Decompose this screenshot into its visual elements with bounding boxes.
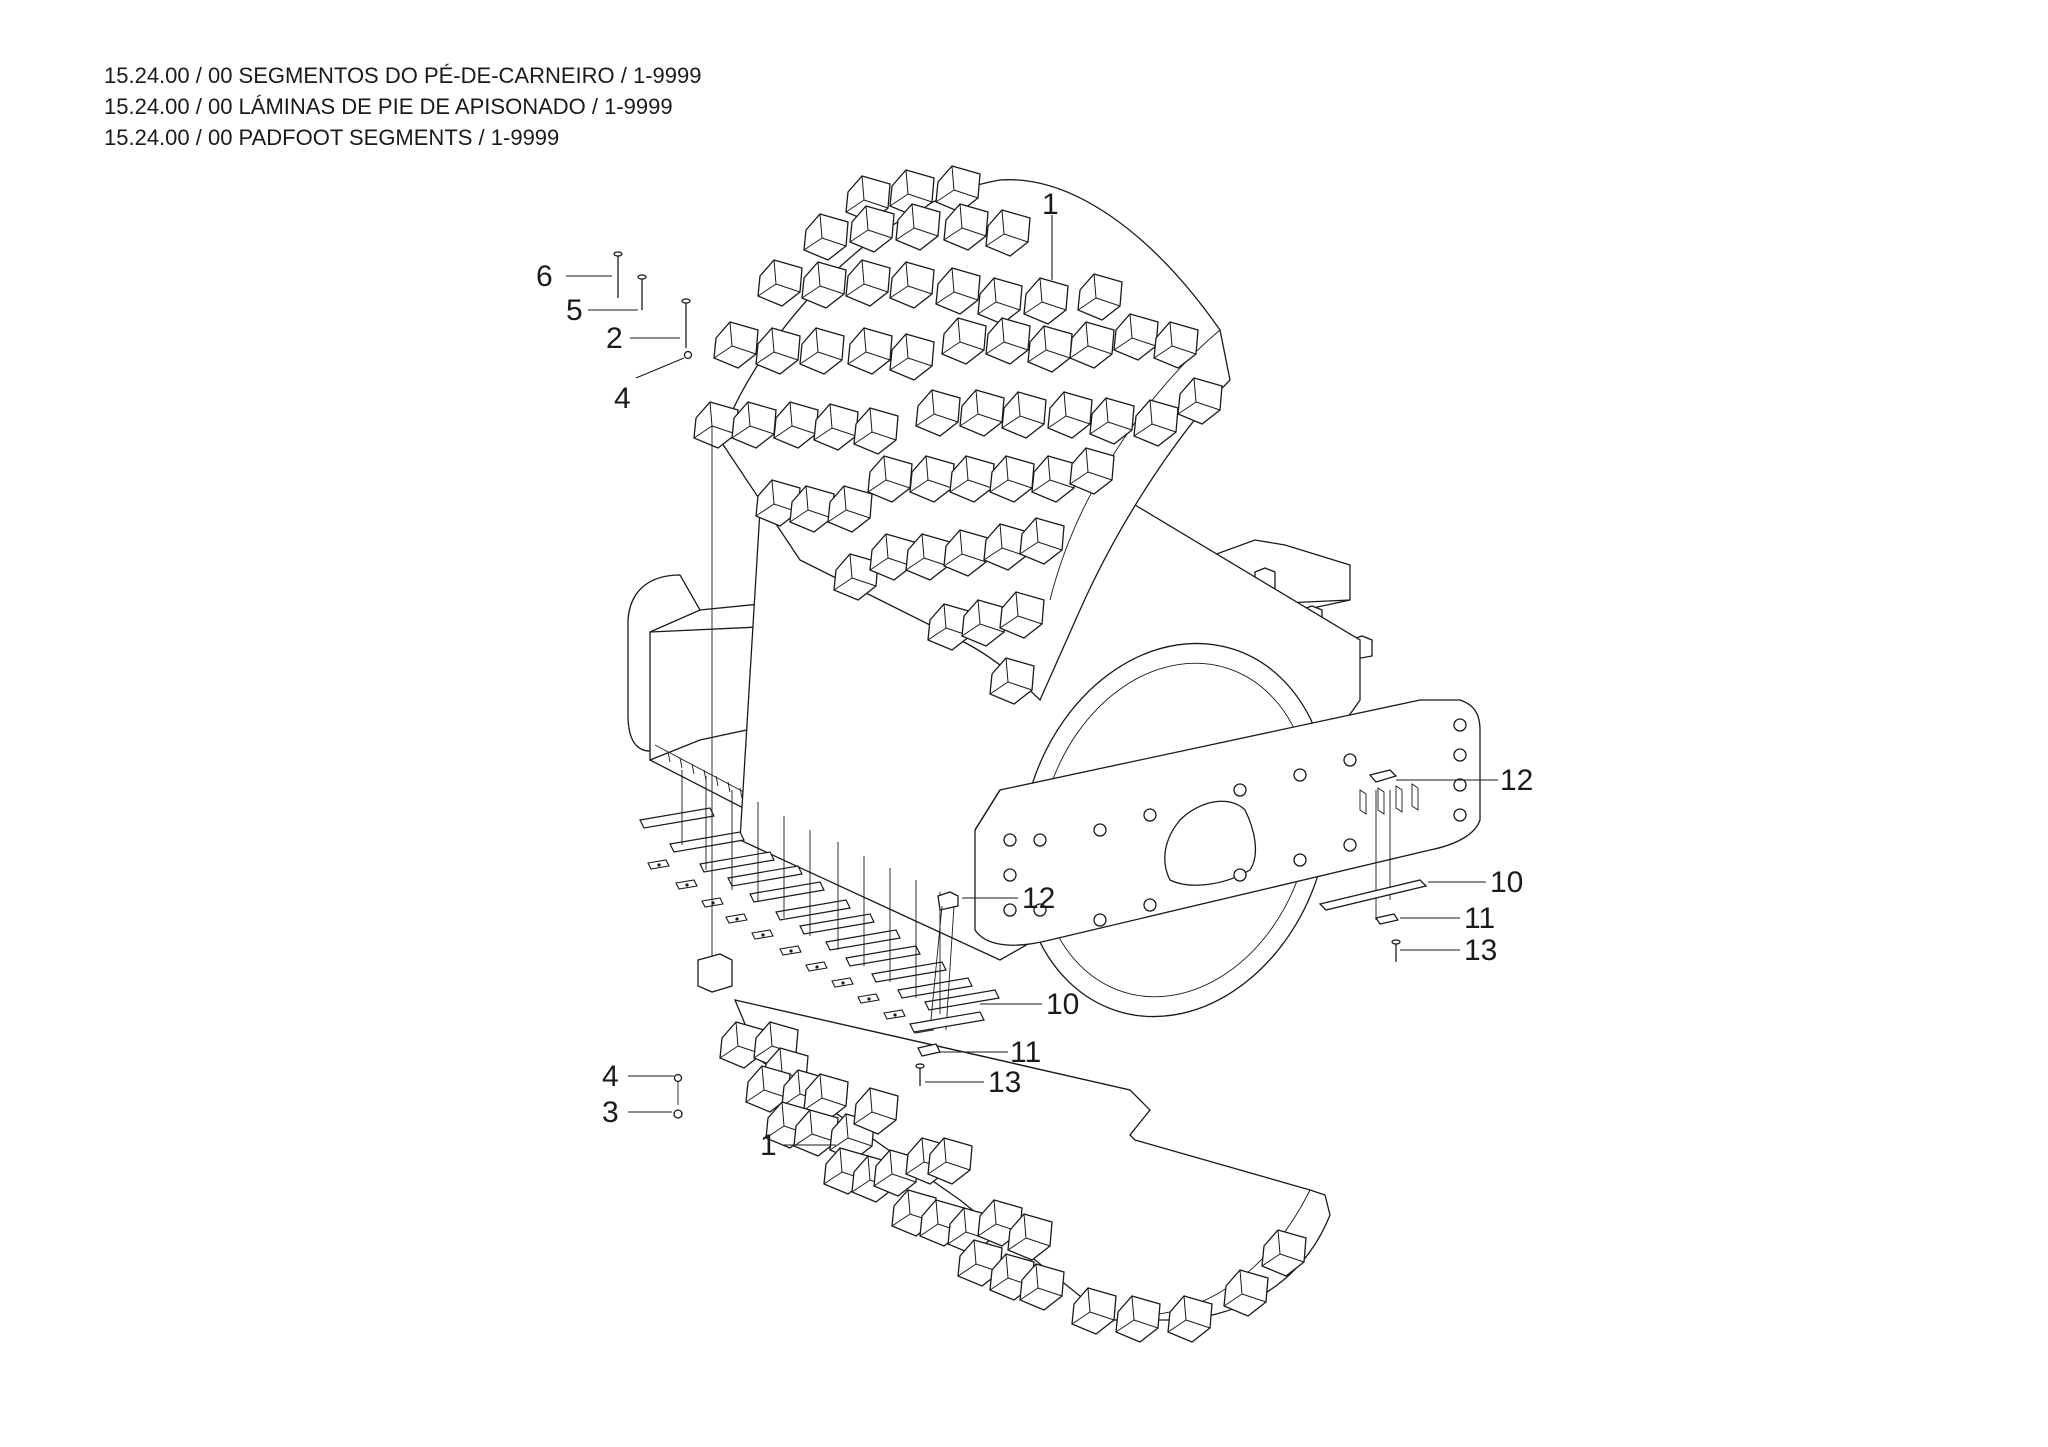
callout-10-right: 10 [1490,866,1523,899]
callout-11-mid: 11 [1010,1036,1041,1069]
leader-lines [566,215,1498,1146]
callout-numbers: 1 6 5 2 4 12 10 11 13 12 10 11 13 4 3 1 [536,188,1533,1162]
callout-12-right: 12 [1500,764,1533,797]
callout-1-bottom: 1 [760,1129,777,1162]
callout-13-mid: 13 [988,1066,1021,1099]
bolt-axis-left [613,251,733,1119]
callout-1-top: 1 [1042,188,1059,221]
callout-6: 6 [536,260,553,293]
padfoot-segment-top [693,165,1231,705]
right-bracket-cluster [1318,769,1428,962]
padfoot-segment-bottom [719,999,1331,1343]
callout-2: 2 [606,322,623,355]
scraper-bars-left [639,770,1000,1034]
callout-4-top: 4 [614,382,631,415]
callout-10-mid: 10 [1046,988,1079,1021]
callout-3: 3 [602,1096,619,1129]
callout-13-right: 13 [1464,934,1497,967]
callout-4-bottom: 4 [602,1060,619,1093]
title-spanish: 15.24.00 / 00 LÁMINAS DE PIE DE APISONAD… [104,94,673,119]
callout-11-right: 11 [1464,902,1495,935]
side-plate [974,699,1481,946]
title-portuguese: 15.24.00 / 00 SEGMENTOS DO PÉ-DE-CARNEIR… [104,63,702,88]
title-english: 15.24.00 / 00 PADFOOT SEGMENTS / 1-9999 [104,125,560,150]
diagram-title-block: 15.24.00 / 00 SEGMENTOS DO PÉ-DE-CARNEIR… [104,60,701,153]
callout-12-mid: 12 [1022,882,1055,915]
callout-5: 5 [566,294,583,327]
